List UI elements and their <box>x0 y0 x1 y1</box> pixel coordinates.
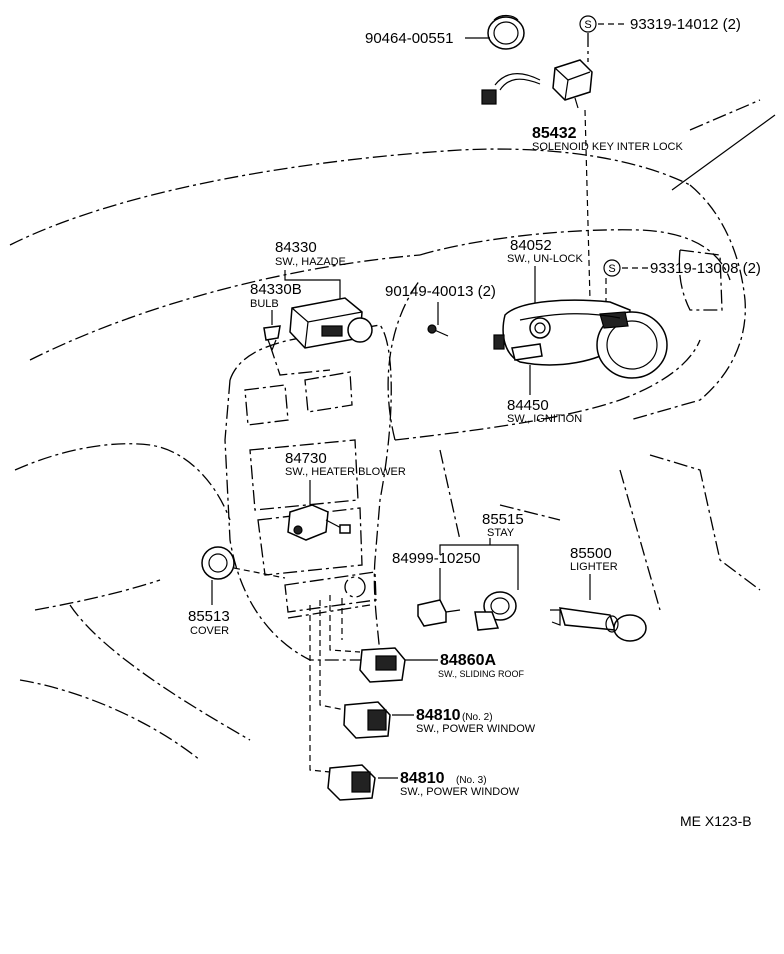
label-84999[interactable]: 84999-10250 <box>392 550 480 567</box>
bulb-84999-part[interactable] <box>417 599 461 627</box>
label-84810-no3[interactable]: 84810 <box>400 770 445 787</box>
qual-84810-no2: (No. 2) <box>462 712 493 723</box>
solenoid-85432-part[interactable] <box>481 59 593 109</box>
lighter-85500-part[interactable] <box>550 607 647 642</box>
screw-s-mark-top: S <box>584 19 591 31</box>
clamp-90464-part[interactable] <box>487 14 525 50</box>
label-85513[interactable]: 85513 <box>188 608 230 625</box>
switch-leader-lines <box>309 595 361 773</box>
desc-84860a: SW., SLIDING ROOF <box>438 669 525 679</box>
desc-85513: COVER <box>190 625 229 637</box>
desc-85515: STAY <box>487 527 515 539</box>
center-console-panel <box>224 324 392 661</box>
label-85500[interactable]: 85500 <box>570 545 612 562</box>
label-84330b[interactable]: 84330B <box>250 281 302 298</box>
hazard-switch-84330-part[interactable] <box>289 297 373 349</box>
label-85515[interactable]: 85515 <box>482 511 524 528</box>
screw-90149-part[interactable] <box>427 324 449 337</box>
desc-84810-no3: SW., POWER WINDOW <box>400 786 520 798</box>
qual-84810-no3: (No. 3) <box>456 775 487 786</box>
label-93319-13008[interactable]: 93319-13008 (2) <box>650 260 761 277</box>
desc-84810-no2: SW., POWER WINDOW <box>416 723 536 735</box>
label-85432[interactable]: 85432 <box>532 125 577 142</box>
desc-84052: SW., UN-LOCK <box>507 253 583 265</box>
label-84860a[interactable]: 84860A <box>440 652 496 669</box>
dashboard-outline <box>9 99 776 761</box>
stay-85515-part[interactable] <box>474 591 517 631</box>
label-84330[interactable]: 84330 <box>275 239 317 256</box>
label-84810-no2[interactable]: 84810 <box>416 707 461 724</box>
bulb-84330b-part[interactable] <box>263 325 281 352</box>
label-93319-14012[interactable]: 93319-14012 (2) <box>630 16 741 33</box>
desc-84330: SW., HAZADE <box>275 256 346 268</box>
label-90464[interactable]: 90464-00551 <box>365 30 453 47</box>
power-window-switch-84810-no3-part[interactable] <box>327 764 376 801</box>
label-84052[interactable]: 84052 <box>510 237 552 254</box>
label-90149[interactable]: 90149-40013 (2) <box>385 283 496 300</box>
label-84450[interactable]: 84450 <box>507 397 549 414</box>
power-window-switch-84810-no2-part[interactable] <box>343 701 391 739</box>
reference-code: ME X123-B <box>680 813 752 829</box>
desc-84450: SW., IGNITION <box>507 413 582 425</box>
desc-85432: SOLENOID KEY INTER LOCK <box>532 141 683 153</box>
desc-84330b: BULB <box>250 298 279 310</box>
cover-85513-part[interactable] <box>201 546 286 580</box>
label-84730[interactable]: 84730 <box>285 450 327 467</box>
ignition-switch-84450-part[interactable] <box>493 299 668 379</box>
desc-84730: SW., HEATER BLOWER <box>285 466 406 478</box>
screw-s-mark-mid: S <box>608 263 615 275</box>
desc-85500: LIGHTER <box>570 561 618 573</box>
heater-blower-switch-84730-part[interactable] <box>287 504 351 541</box>
sliding-roof-switch-84860a-part[interactable] <box>359 647 406 683</box>
